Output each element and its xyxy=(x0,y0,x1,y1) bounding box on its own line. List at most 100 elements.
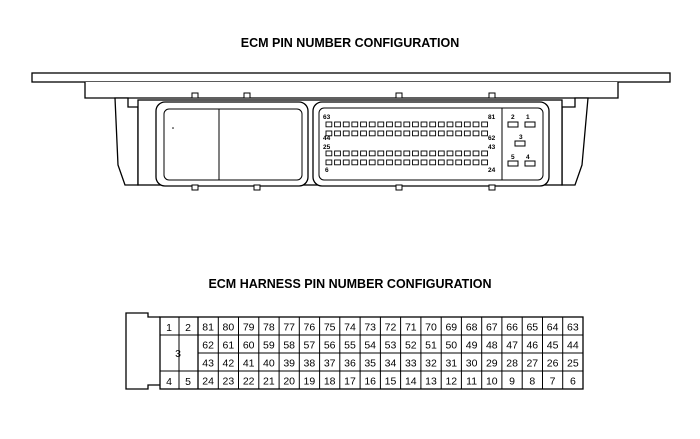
ecm-pin xyxy=(377,159,385,166)
harness-pin-cell: 73 xyxy=(364,322,376,334)
ecm-bottom-tab xyxy=(395,184,403,191)
harness-pin-cell: 50 xyxy=(445,340,457,352)
harness-pin-cell: 80 xyxy=(223,322,235,334)
ecm-pin xyxy=(342,130,350,137)
ecm-tab xyxy=(243,92,251,99)
ecm-mounting-plate xyxy=(31,72,671,83)
ecm-side-label-4: 4 xyxy=(526,154,530,161)
ecm-pin xyxy=(360,130,367,137)
harness-pin-cell: 75 xyxy=(324,322,336,334)
ecm-side-label-1: 1 xyxy=(526,114,530,121)
harness-pin-cell: 54 xyxy=(364,340,376,352)
harness-pin-cell: 14 xyxy=(405,376,417,388)
harness-pin-cell: 25 xyxy=(567,358,579,370)
harness-pin-cell: 8 xyxy=(529,376,535,388)
ecm-pin xyxy=(420,150,428,157)
harness-pin-cell: 72 xyxy=(385,322,397,334)
ecm-label-63: 63 xyxy=(323,114,331,121)
ecm-pin-rows xyxy=(325,121,488,166)
ecm-pin xyxy=(472,130,480,137)
harness-pin-cell: 74 xyxy=(344,322,356,334)
ecm-pin xyxy=(463,159,471,166)
ecm-pin xyxy=(481,159,488,166)
ecm-pin xyxy=(481,150,488,157)
ecm-title: ECM PIN NUMBER CONFIGURATION xyxy=(240,36,460,50)
ecm-pin xyxy=(368,121,376,128)
ecm-pin xyxy=(472,150,480,157)
harness-pin-cell: 41 xyxy=(243,358,255,370)
harness-side-cell-4: 4 xyxy=(166,376,172,388)
ecm-pin xyxy=(412,121,419,128)
harness-pin-cell: 76 xyxy=(304,322,316,334)
harness-side-cell-3: 3 xyxy=(175,348,181,360)
harness-pin-cell: 19 xyxy=(304,376,316,388)
ecm-side-pin-2 xyxy=(507,121,519,128)
ecm-tab xyxy=(191,92,199,99)
ecm-pin xyxy=(420,130,428,137)
ecm-pin xyxy=(325,159,333,166)
ecm-pin xyxy=(437,130,445,137)
harness-pin-cell: 10 xyxy=(486,376,498,388)
ecm-pin xyxy=(360,150,367,157)
harness-pin-cell: 81 xyxy=(202,322,214,334)
harness-pin-cell: 71 xyxy=(405,322,417,334)
ecm-pin xyxy=(394,159,402,166)
harness-pin-cell: 23 xyxy=(223,376,235,388)
ecm-pin xyxy=(463,150,471,157)
harness-pin-cell: 13 xyxy=(425,376,437,388)
ecm-pin xyxy=(342,150,350,157)
ecm-label-43: 43 xyxy=(488,144,496,151)
harness-pin-cell: 53 xyxy=(385,340,397,352)
ecm-pin xyxy=(455,159,463,166)
ecm-pin xyxy=(377,121,385,128)
ecm-pin xyxy=(368,159,376,166)
ecm-left-socket-inner xyxy=(163,108,303,181)
harness-pin-cell: 61 xyxy=(223,340,235,352)
ecm-tab xyxy=(488,92,496,99)
ecm-pin xyxy=(377,130,385,137)
ecm-pin xyxy=(386,130,393,137)
harness-pin-cell: 68 xyxy=(466,322,478,334)
ecm-pin xyxy=(325,121,333,128)
harness-pin-cell: 55 xyxy=(344,340,356,352)
ecm-pin xyxy=(472,159,480,166)
harness-pin-cell: 26 xyxy=(547,358,559,370)
harness-pin-cell: 79 xyxy=(243,322,255,334)
harness-pin-cell: 77 xyxy=(283,322,295,334)
ecm-pin xyxy=(368,150,376,157)
ecm-pin xyxy=(437,121,445,128)
ecm-pin xyxy=(412,159,419,166)
harness-pin-cell: 11 xyxy=(466,376,477,388)
harness-pin-cell: 43 xyxy=(202,358,214,370)
ecm-pin xyxy=(446,159,454,166)
ecm-pin xyxy=(403,159,411,166)
harness-side-cell-5: 5 xyxy=(185,376,191,388)
ecm-pin xyxy=(351,121,359,128)
harness-pin-cell: 47 xyxy=(506,340,518,352)
harness-pin-cell: 64 xyxy=(547,322,559,334)
ecm-pin xyxy=(472,121,480,128)
ecm-pin xyxy=(351,159,359,166)
harness-pin-cell: 46 xyxy=(526,340,538,352)
ecm-label-81: 81 xyxy=(488,114,496,121)
ecm-label-25: 25 xyxy=(323,144,331,151)
ecm-pin xyxy=(394,150,402,157)
harness-pin-cell: 39 xyxy=(283,358,295,370)
harness-pin-cell: 6 xyxy=(570,376,576,388)
ecm-pin xyxy=(455,130,463,137)
harness-pin-cell: 12 xyxy=(445,376,457,388)
ecm-side-label-3: 3 xyxy=(519,134,523,141)
ecm-side-label-5: 5 xyxy=(511,154,515,161)
ecm-side-pin-5 xyxy=(507,160,519,167)
harness-pin-cell: 66 xyxy=(506,322,518,334)
ecm-pin xyxy=(351,130,359,137)
ecm-pin xyxy=(351,150,359,157)
ecm-label-44: 44 xyxy=(323,135,331,142)
ecm-left-flange xyxy=(114,97,139,186)
ecm-pin xyxy=(429,121,437,128)
ecm-pin xyxy=(429,130,437,137)
ecm-pin xyxy=(455,121,463,128)
harness-pin-cell: 45 xyxy=(547,340,559,352)
harness-pin-cell: 44 xyxy=(567,340,579,352)
